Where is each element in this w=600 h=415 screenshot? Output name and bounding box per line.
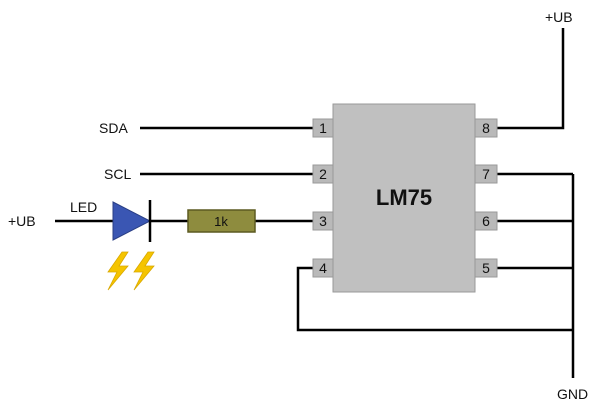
pin-4-number: 4 (319, 260, 327, 276)
label-ub-top: +UB (545, 9, 573, 25)
chip-body (332, 103, 476, 293)
pin-7-number: 7 (482, 166, 490, 182)
led-triangle (112, 201, 152, 241)
wire-pin4-gnd (296, 266, 573, 332)
label-gnd: GND (557, 386, 588, 402)
pin-8-pad (474, 118, 498, 138)
pin-5-number: 5 (482, 260, 490, 276)
pin-5-pad (474, 258, 498, 278)
pin-6-number: 6 (482, 213, 490, 229)
label-sda: SDA (99, 120, 128, 136)
label-scl: SCL (104, 166, 131, 182)
led-symbol (112, 200, 152, 242)
lightning-bolt-2 (133, 251, 155, 291)
label-led: LED (70, 199, 97, 215)
label-ub-left: +UB (8, 213, 36, 229)
pin-1-number: 1 (319, 120, 327, 136)
resistor-value: 1k (214, 214, 228, 229)
pin-4-pad (312, 258, 334, 278)
pin-2-number: 2 (319, 166, 327, 182)
pin-3-number: 3 (319, 213, 327, 229)
pins-right: 8 7 6 5 (474, 118, 498, 278)
resistor-body (187, 209, 256, 233)
wires (55, 28, 575, 378)
wire-pin8-ub (497, 28, 565, 130)
pin-3-pad (312, 211, 334, 231)
pin-2-pad (312, 164, 334, 184)
lightning-icon (107, 251, 155, 291)
pins-left: 1 2 3 4 (312, 118, 334, 278)
lightning-bolt-1 (107, 251, 129, 291)
pin-8-number: 8 (482, 120, 490, 136)
chip-label: LM75 (376, 185, 432, 210)
pin-1-pad (312, 118, 334, 138)
pin-6-pad (474, 211, 498, 231)
pin-7-pad (474, 164, 498, 184)
